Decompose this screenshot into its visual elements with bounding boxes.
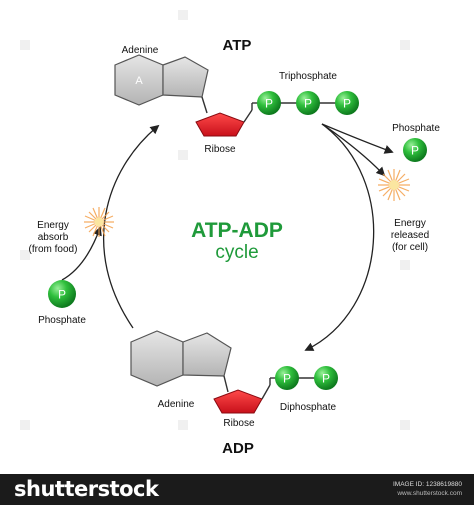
phosphate-2-top (296, 91, 320, 115)
phosphate-1b-letter: P (283, 372, 291, 386)
phosphate-absorbed (48, 280, 76, 308)
bond-ribose-phosphate-bottom (261, 384, 271, 400)
ribose-label-bottom: Ribose (223, 418, 255, 429)
phosphate-label-right: Phosphate (392, 123, 440, 134)
atp-title: ATP (223, 37, 252, 54)
adp-molecule: P P (130, 330, 338, 414)
cycle-title-line1: ATP-ADP (191, 219, 283, 242)
adenine-pentagon-top (162, 56, 209, 98)
phosphate-released-letter: P (411, 144, 419, 158)
phosphate-absorbed-letter: P (58, 288, 66, 302)
phosphate-1-top (257, 91, 281, 115)
phosphate-3-letter: P (343, 97, 351, 111)
cycle-title-line2: cycle (215, 242, 258, 263)
energy-released-line1: Energy (394, 218, 426, 229)
arrow-right-down (304, 123, 375, 351)
bond-ribose-phosphate-top (243, 109, 253, 123)
bond-adenine-ribose-bottom (223, 375, 229, 393)
watermark (20, 10, 410, 430)
energy-absorb-line3: (from food) (29, 244, 78, 255)
ribose-label-top: Ribose (204, 144, 236, 155)
energy-burst-left-icon (84, 207, 114, 237)
phosphate-2b-letter: P (322, 372, 330, 386)
arrow-to-phosphate (321, 123, 394, 154)
energy-absorb-line1: Energy (37, 220, 69, 231)
ribose-top (195, 112, 245, 137)
site-url-text: www.shutterstock.com (397, 490, 462, 497)
phosphate-label-left: Phosphate (38, 315, 86, 326)
image-id-text: IMAGE ID: 1238619880 (392, 481, 462, 488)
phosphate-1-bottom (275, 366, 299, 390)
adenine-hexagon-bottom (130, 330, 184, 387)
arrow-left-up (102, 124, 160, 329)
energy-absorb-line2: absorb (38, 232, 69, 243)
phosphate-3-top (335, 91, 359, 115)
phosphate-1-letter: P (265, 97, 273, 111)
ribose-bottom (213, 389, 263, 414)
adenine-pentagon-bottom (182, 332, 232, 377)
atp-molecule: A P P P (114, 54, 359, 137)
shutterstock-logo: shutterstock (14, 477, 159, 501)
arrow-phosphate-absorb (61, 226, 102, 281)
energy-released-line3: (for cell) (392, 242, 428, 253)
diphosphate-label: Diphosphate (280, 402, 337, 413)
phosphate-2-bottom (314, 366, 338, 390)
footer-bar: shutterstock IMAGE ID: 1238619880 www.sh… (0, 474, 474, 505)
triphosphate-label: Triphosphate (279, 71, 337, 82)
adp-title: ADP (222, 440, 254, 457)
arrow-to-energy-released (321, 123, 386, 177)
adenine-label-bottom: Adenine (158, 399, 195, 410)
bond-adenine-ribose-top (201, 96, 208, 114)
phosphate-released (403, 138, 427, 162)
energy-burst-right-icon (378, 169, 410, 201)
phosphate-2-letter: P (304, 97, 312, 111)
adenine-label-top: Adenine (122, 45, 159, 56)
adenine-letter: A (135, 75, 143, 87)
energy-released-line2: released (391, 230, 429, 241)
